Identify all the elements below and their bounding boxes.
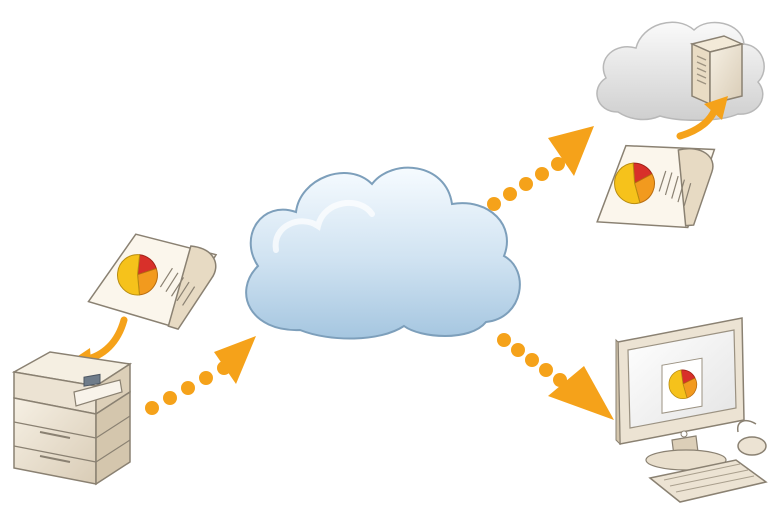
arrow-dot: [535, 167, 549, 181]
pie-chart-icon: [669, 370, 697, 399]
arrow-dot: [511, 343, 525, 357]
arrow-dot: [519, 177, 533, 191]
dotted-arrow-printer-to-cloud: [145, 336, 256, 415]
arrow-head: [214, 336, 256, 384]
arrow-dot: [497, 333, 511, 347]
document-to-server-icon: [592, 139, 720, 233]
arrow-dot: [539, 363, 553, 377]
desktop-computer-icon: [616, 318, 766, 502]
document-to-printer-icon: [87, 230, 219, 332]
dotted-arrow-cloud-to-computer: [497, 333, 614, 420]
arrow-dot: [487, 197, 501, 211]
central-cloud-icon: [246, 168, 520, 339]
arrow-dot: [503, 187, 517, 201]
multifunction-printer-icon: [14, 352, 130, 484]
arrow-dot: [163, 391, 177, 405]
arrow-dot: [525, 353, 539, 367]
mouse-icon: [738, 421, 766, 455]
monitor-icon: [616, 318, 744, 444]
dotted-arrow-cloud-to-cloud-server: [487, 126, 594, 211]
arrow-dot: [199, 371, 213, 385]
arrow-dot: [145, 401, 159, 415]
server-icon: [692, 36, 742, 104]
arrow-dot: [181, 381, 195, 395]
cloud-server-node: [597, 22, 764, 136]
